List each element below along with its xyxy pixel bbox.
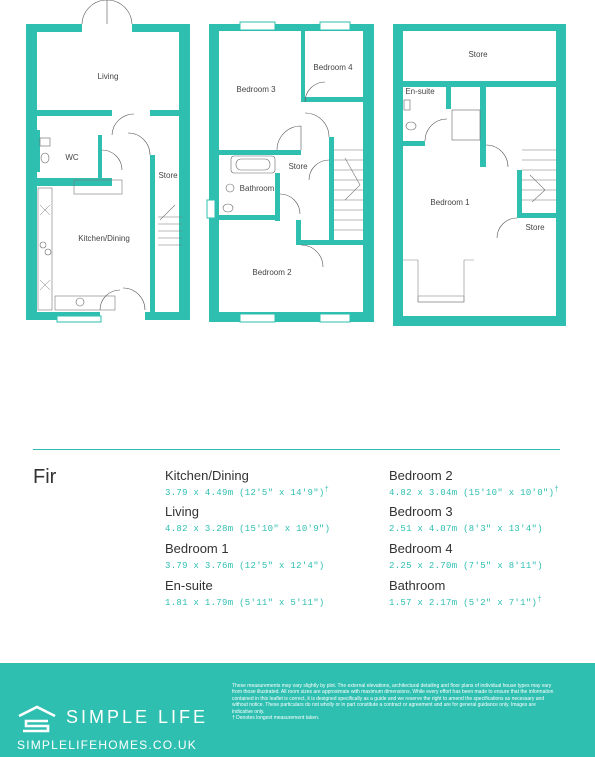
room-label-store-small: Store	[525, 223, 545, 232]
room-spec-bathroom: Bathroom 1.57 x 2.17m (5'2" x 7'1")†	[389, 578, 542, 608]
room-spec-dimensions: 2.51 x 4.07m (8'3" x 13'4")	[389, 524, 543, 534]
longest-measurement-mark: †	[324, 486, 330, 494]
room-label-wc: WC	[65, 153, 79, 162]
longest-measurement-mark: †	[537, 596, 542, 604]
room-spec-dimensions: 4.82 x 3.28m (15'10" x 10'9")	[165, 524, 331, 534]
longest-measurement-mark: †	[554, 486, 559, 494]
room-spec-dimensions: 4.82 x 3.04m (15'10" x 10'0")	[389, 488, 555, 498]
room-spec-bedroom-3: Bedroom 3 2.51 x 4.07m (8'3" x 13'4")	[389, 504, 543, 534]
first-floor-plan: Bedroom 3 Bedroom 4 Store Bathroom Bedro…	[206, 21, 374, 323]
floor-plans: Living WC Store Kitchen/Dining B	[26, 0, 566, 326]
room-label-bedroom-2: Bedroom 2	[252, 268, 292, 277]
brand-name: SIMPLE LIFE	[66, 707, 209, 727]
room-label-bedroom-3: Bedroom 3	[236, 85, 276, 94]
room-spec-name: Living	[165, 504, 199, 519]
house-logo-icon	[18, 705, 56, 733]
room-label-store-ground: Store	[158, 171, 178, 180]
room-label-store-first: Store	[288, 162, 308, 171]
second-floor-walls	[393, 24, 566, 326]
room-label-bedroom-1: Bedroom 1	[430, 198, 470, 207]
house-name: Fir	[33, 466, 57, 488]
room-spec-bedroom-1: Bedroom 1 3.79 x 3.76m (12'5" x 12'4")	[165, 541, 325, 571]
room-spec-name: Bathroom	[389, 578, 446, 593]
room-label-en-suite: En-suite	[405, 87, 435, 96]
room-spec-name: Bedroom 2	[389, 468, 453, 483]
room-label-bathroom: Bathroom	[240, 184, 275, 193]
disclaimer-body: These measurements may vary slightly by …	[232, 683, 554, 715]
room-spec-dimensions: 3.79 x 4.49m (12'5" x 14'9")	[165, 488, 325, 498]
ground-floor-plan: Living WC Store Kitchen/Dining	[26, 0, 190, 323]
room-spec-dimensions: 1.57 x 2.17m (5'2" x 7'1")	[389, 598, 538, 608]
section-divider	[33, 449, 560, 450]
room-spec-name: En-suite	[165, 578, 213, 593]
room-spec-bedroom-2: Bedroom 2 4.82 x 3.04m (15'10" x 10'0")†	[389, 468, 559, 498]
second-floor-plan: Store En-suite Bedroom 1 Store	[393, 24, 566, 326]
room-spec-dimensions: 1.81 x 1.79m (5'11" x 5'11")	[165, 598, 325, 608]
footer-bar: SIMPLE LIFE SIMPLELIFEHOMES.CO.UK These …	[0, 663, 595, 757]
room-spec-dimensions: 2.25 x 2.70m (7'5" x 8'11")	[389, 561, 543, 571]
disclaimer-footnote: † Denotes longest measurement taken.	[232, 715, 320, 722]
room-spec-en-suite: En-suite 1.81 x 1.79m (5'11" x 5'11")	[165, 578, 325, 608]
room-spec-name: Bedroom 4	[389, 541, 453, 556]
room-label-kitchen-dining: Kitchen/Dining	[78, 234, 130, 243]
room-spec-kitchen-dining: Kitchen/Dining 3.79 x 4.49m (12'5" x 14'…	[165, 468, 329, 498]
room-spec-bedroom-4: Bedroom 4 2.25 x 2.70m (7'5" x 8'11")	[389, 541, 543, 571]
room-spec-name: Bedroom 3	[389, 504, 453, 519]
room-label-bedroom-4: Bedroom 4	[313, 63, 353, 72]
room-label-store-top: Store	[468, 50, 488, 59]
disclaimer-text: These measurements may vary slightly by …	[232, 683, 557, 721]
room-spec-name: Kitchen/Dining	[165, 468, 249, 483]
room-spec-dimensions: 3.79 x 3.76m (12'5" x 12'4")	[165, 561, 325, 571]
room-spec-name: Bedroom 1	[165, 541, 229, 556]
room-label-living: Living	[98, 72, 119, 81]
website-link[interactable]: SIMPLELIFEHOMES.CO.UK	[17, 738, 197, 752]
room-spec-living: Living 4.82 x 3.28m (15'10" x 10'9")	[165, 504, 330, 534]
